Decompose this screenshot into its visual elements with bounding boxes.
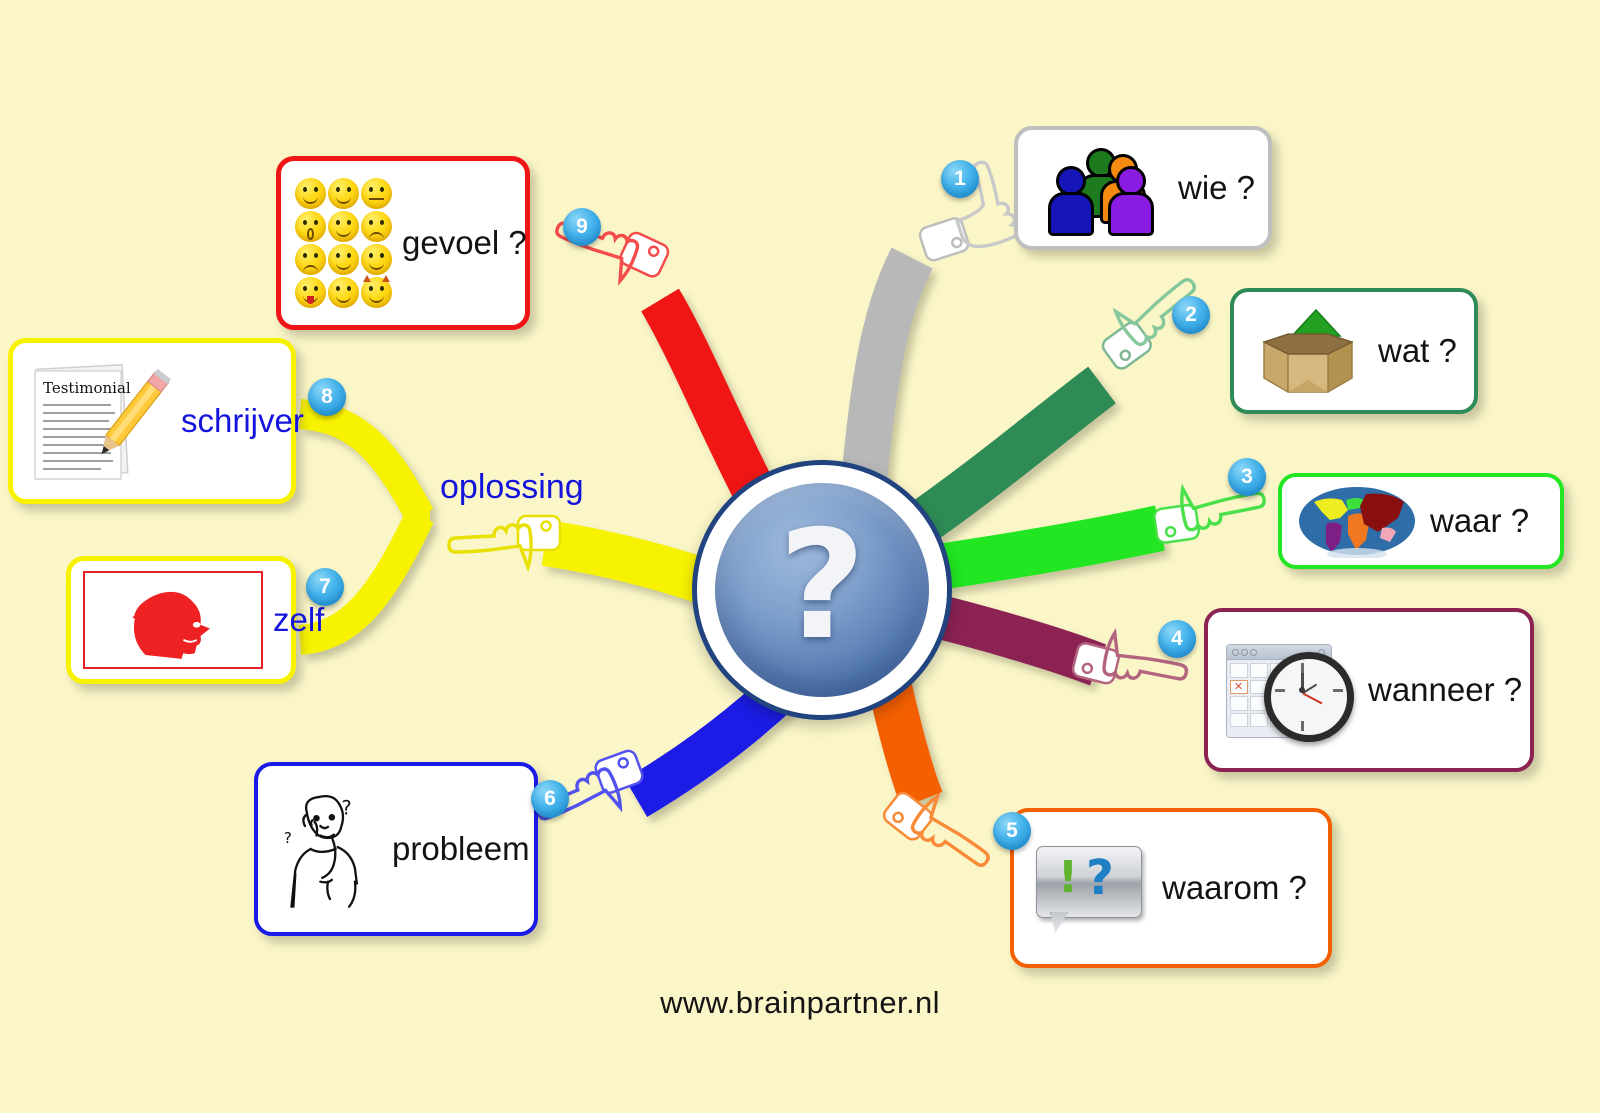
hand-1 [918, 160, 1020, 262]
badge-4[interactable]: 4 [1158, 620, 1196, 658]
emoticon-tongue [295, 277, 326, 308]
hand-2 [1101, 277, 1197, 370]
badge-3[interactable]: 3 [1228, 458, 1266, 496]
emoticon-neutral [361, 178, 392, 209]
node-box-zelf[interactable]: zelf [66, 556, 324, 684]
person-blue [1048, 166, 1094, 236]
question-glyph: ? [1086, 850, 1114, 906]
footer-url[interactable]: www.brainpartner.nl [660, 985, 940, 1020]
node-box-waarom[interactable]: ! ? waarom ? [1010, 808, 1332, 968]
central-node-inner: ? [715, 483, 929, 697]
label-oplossing: oplossing [440, 468, 584, 506]
emoticon-sad-2 [295, 244, 326, 275]
clock-icon [1264, 652, 1354, 742]
node-label-waar: waar ? [1430, 502, 1530, 539]
emoticon-devil [361, 275, 392, 308]
node-label-waarom: waarom ? [1162, 869, 1307, 906]
badge-7[interactable]: 7 [306, 568, 344, 606]
emoticon-happy-2 [328, 211, 359, 242]
open-box-with-arrow-icon [1248, 306, 1368, 396]
world-map-svg [1299, 487, 1415, 558]
badge-9[interactable]: 9 [563, 208, 601, 246]
testimonial-document-pencil-icon: Testimonial [23, 359, 173, 483]
bubble-face [1036, 846, 1142, 918]
person-purple [1108, 166, 1154, 236]
doc-pencil-svg: Testimonial [34, 364, 172, 480]
badge-2[interactable]: 2 [1172, 296, 1210, 334]
node-box-wanneer[interactable]: wanneer ? [1204, 608, 1534, 772]
node-box-probleem[interactable]: ? ? probleem [254, 762, 538, 936]
emoticon-grid [295, 178, 392, 308]
branch-arm-7 [298, 509, 434, 655]
thinking-person-icon: ? ? [278, 784, 378, 914]
hand-9 [555, 221, 670, 286]
calendar-clock-icon [1226, 638, 1354, 742]
emoticon-happy-3 [328, 277, 359, 308]
speech-bubble-question-icon: ! ? [1032, 842, 1148, 934]
node-label-probleem: probleem [392, 830, 530, 867]
bubble-tail [1050, 912, 1068, 933]
emoticon-smile [361, 244, 392, 275]
branch-arm-3 [914, 505, 1165, 593]
branch-arm-2 [887, 366, 1116, 557]
emoticon-sad-1 [361, 211, 392, 242]
thinker-svg: ? ? [284, 794, 358, 908]
node-label-schrijver: schrijver [181, 402, 304, 439]
node-box-gevoel[interactable]: gevoel ? [276, 156, 530, 330]
central-question-node[interactable]: ? [692, 460, 952, 720]
doc-title: Testimonial [43, 379, 131, 397]
emoticon-grid-icon [295, 178, 392, 308]
central-question-mark: ? [778, 499, 866, 673]
badge-5[interactable]: 5 [993, 812, 1031, 850]
node-label-zelf: zelf [273, 601, 325, 638]
box-arrow-svg [1262, 308, 1354, 394]
hand-oplossing [447, 514, 562, 573]
branch-arm-oplossing [541, 520, 708, 602]
node-label-wie: wie ? [1178, 169, 1256, 206]
branch-arm-8 [298, 399, 434, 523]
hand-5 [882, 791, 990, 867]
hand-6 [536, 749, 644, 821]
node-label-wanneer: wanneer ? [1368, 671, 1523, 708]
node-label-wat: wat ? [1378, 332, 1457, 369]
node-box-waar[interactable]: waar ? [1278, 473, 1564, 569]
hand-4 [1071, 627, 1189, 685]
node-box-wat[interactable]: wat ? [1230, 288, 1478, 414]
exclamation-glyph: ! [1058, 852, 1079, 903]
badge-8[interactable]: 8 [308, 378, 346, 416]
node-box-wie[interactable]: wie ? [1014, 126, 1272, 250]
world-globe-icon [1296, 484, 1418, 558]
head-with-loop-arrow-icon [83, 571, 263, 669]
badge-6[interactable]: 6 [531, 780, 569, 818]
node-label-gevoel: gevoel ? [402, 224, 527, 261]
badge-1[interactable]: 1 [941, 160, 979, 198]
head-loop-svg [132, 591, 210, 659]
emoticon-surprised [295, 211, 326, 242]
svg-text:?: ? [341, 796, 351, 819]
branch-arm-9 [641, 288, 782, 517]
branch-arm-1 [839, 247, 933, 503]
svg-text:?: ? [284, 829, 292, 847]
node-box-schrijver[interactable]: Testimonial [8, 338, 304, 504]
emoticon-happy-1 [295, 178, 326, 209]
emoticon-grin [328, 244, 359, 275]
emoticon-wink [328, 178, 359, 209]
people-group-icon [1034, 140, 1166, 236]
